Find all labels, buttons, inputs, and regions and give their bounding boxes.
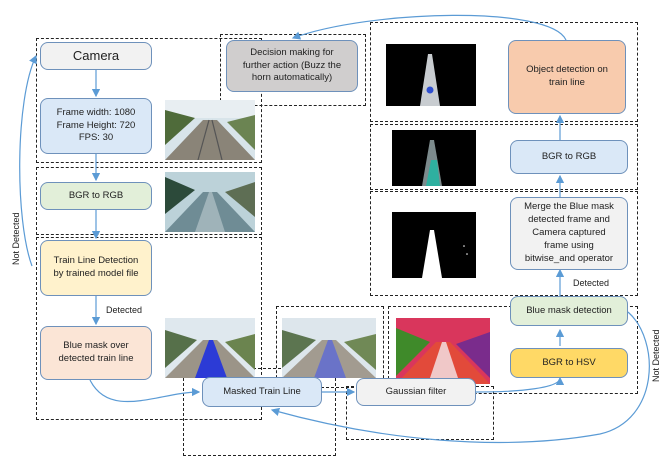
- railway-image-gaussian: [282, 318, 376, 378]
- group-gaussian: [276, 306, 384, 388]
- not-detected-label-right: Not Detected: [651, 329, 661, 382]
- detected-label-left: Detected: [106, 305, 143, 315]
- masked-train-line-node: Masked Train Line: [202, 377, 322, 407]
- camera-node: Camera: [40, 42, 152, 70]
- group-masked: [183, 368, 336, 456]
- train-line-detection-node: Train Line Detection by trained model fi…: [40, 240, 152, 296]
- not-detected-label-left: Not Detected: [11, 212, 21, 265]
- group-object: [370, 22, 638, 122]
- merge-node: Merge the Blue mask detected frame and C…: [510, 197, 628, 270]
- detected-label-right: Detected: [573, 278, 610, 288]
- railway-image-1: [165, 100, 255, 160]
- railway-image-blue-mask: [165, 318, 255, 378]
- mask-image-merge: [392, 212, 476, 278]
- blue-mask-over-node: Blue mask over detected train line: [40, 326, 152, 380]
- group-bgr-rgb-right: [370, 124, 638, 190]
- railway-image-2: [165, 172, 255, 232]
- group-merge: [370, 191, 638, 296]
- bgr-to-hsv-node: BGR to HSV: [510, 348, 628, 378]
- bgr-to-rgb-left-node: BGR to RGB: [40, 182, 152, 210]
- railway-image-hsv: [396, 318, 490, 384]
- mask-image-bgr-rgb: [392, 130, 476, 186]
- frame-info-node: Frame width: 1080 Frame Height: 720 FPS:…: [40, 98, 152, 154]
- object-detection-node: Object detection on train line: [508, 40, 626, 114]
- bgr-to-rgb-right-node: BGR to RGB: [510, 140, 628, 174]
- decision-node: Decision making for further action (Buzz…: [226, 40, 358, 92]
- group-bgr-rgb-left: [36, 167, 262, 235]
- gaussian-filter-node: Gaussian filter: [356, 378, 476, 406]
- blue-mask-detection-node: Blue mask detection: [510, 296, 628, 326]
- group-camera: [36, 38, 262, 163]
- group-detection: [36, 237, 262, 420]
- mask-image-object: [386, 44, 476, 106]
